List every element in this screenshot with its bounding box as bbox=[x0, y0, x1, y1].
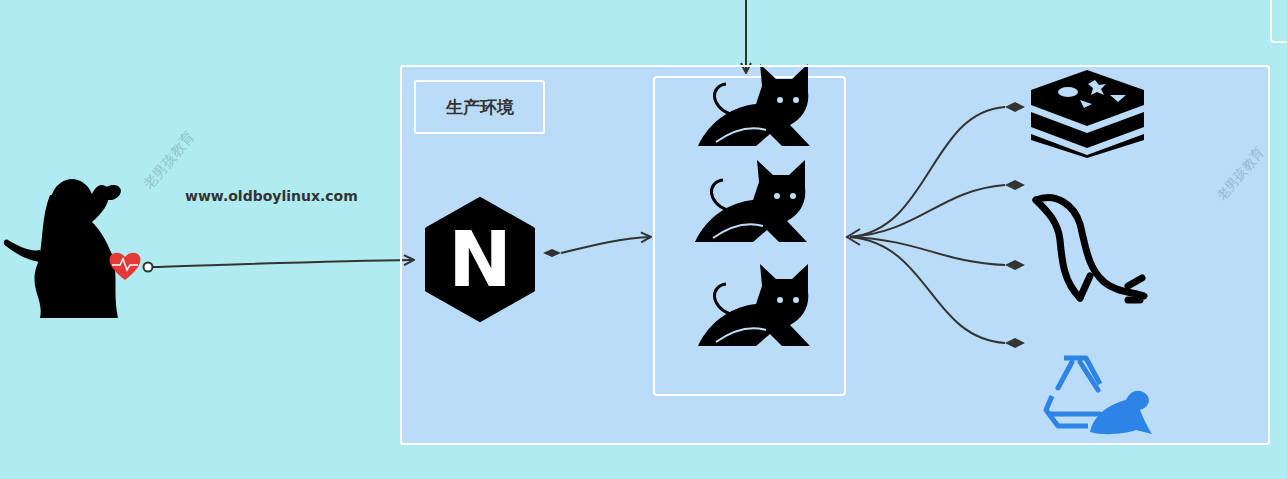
user-silhouette bbox=[4, 179, 121, 318]
mysql-icon bbox=[1036, 198, 1144, 300]
watermark: 老男孩教育 bbox=[140, 128, 199, 193]
arrow-head bbox=[847, 229, 860, 245]
logo-letter: N bbox=[448, 222, 512, 298]
tomcat-icon bbox=[698, 64, 810, 146]
tomcat-icon bbox=[695, 160, 807, 242]
url-label: www.oldboylinux.com bbox=[185, 188, 358, 204]
environment-region: 生产环境 N bbox=[400, 65, 1270, 445]
watermark: 老男孩教育 bbox=[1213, 143, 1269, 204]
partial-box bbox=[1271, 0, 1287, 42]
line-start-dot bbox=[144, 263, 153, 272]
diamond-ends bbox=[1005, 102, 1025, 348]
redis-icon bbox=[1031, 70, 1144, 158]
nginx-hexagon: N bbox=[425, 197, 535, 322]
tomcat-icon bbox=[698, 264, 810, 346]
region-fill bbox=[400, 65, 1270, 445]
heart-icon bbox=[110, 253, 141, 280]
request-arrow bbox=[153, 260, 414, 267]
diamond-end bbox=[543, 249, 561, 257]
region-title: 生产环境 bbox=[414, 80, 545, 134]
backend-links bbox=[850, 107, 1005, 343]
hexagon-outline bbox=[427, 199, 533, 320]
incoming-arrow bbox=[745, 0, 747, 73]
seal-recycle-icon bbox=[1046, 358, 1152, 434]
proxy-arrow bbox=[561, 237, 651, 253]
